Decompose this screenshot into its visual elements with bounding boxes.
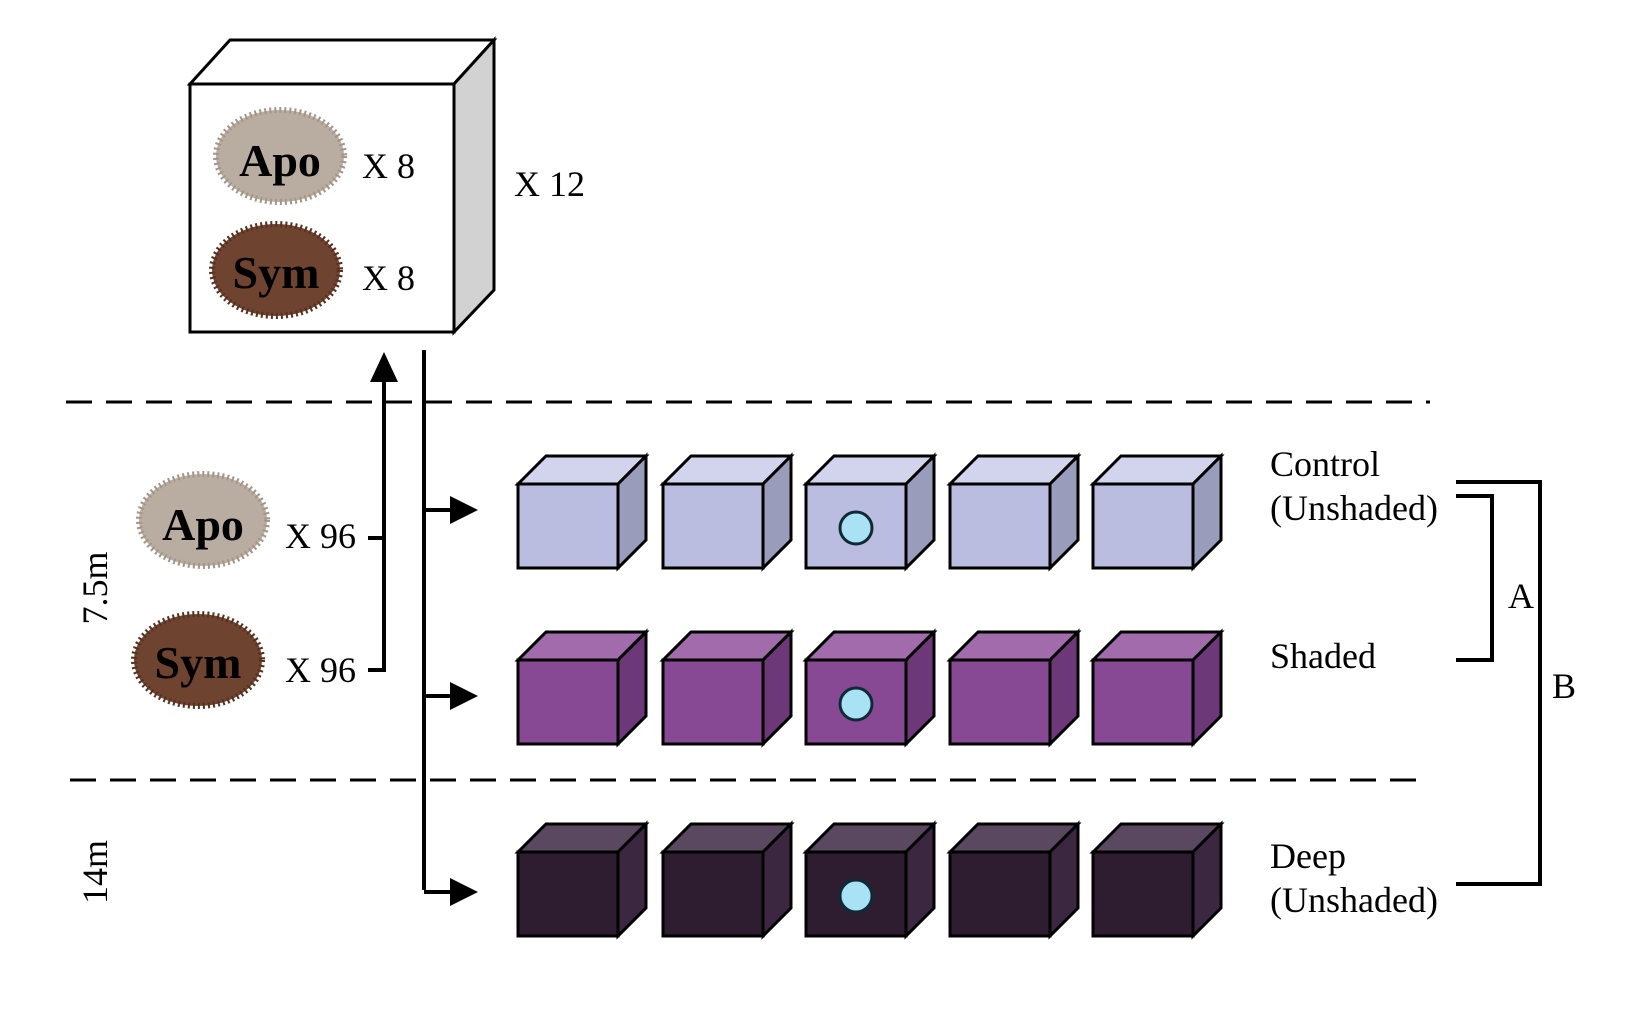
tank-apo-label: Apo [239,135,321,186]
bracket-b-label: B [1552,666,1576,706]
control-label: Control [1270,444,1380,484]
treatment-tank [1089,820,1225,940]
tank-sym-count: X 8 [362,258,415,298]
treatment-rows [514,452,1225,940]
tank-apo-count: X 8 [362,146,415,186]
tank-sym-label: Sym [233,247,320,298]
deep-label: Deep [1270,836,1346,876]
control-sublabel: (Unshaded) [1270,488,1438,528]
tank-front-face [948,850,1052,938]
apo-coral-icon [213,107,347,205]
distribution-arrow [422,350,478,906]
tank-front-face [948,658,1052,746]
row-control [514,452,1225,572]
source-apo-label: Apo [162,499,244,550]
tank-front-face [516,482,620,570]
treatment-tank [659,820,795,940]
tank-front-face [1091,850,1195,938]
depth-label-deep: 14m [75,840,115,904]
row-label-control: Control (Unshaded) [1270,444,1438,528]
collection-arrow [368,352,398,672]
bracket-b-line [1456,480,1542,886]
arrow-right-icon [450,682,478,710]
deep-sublabel: (Unshaded) [1270,880,1438,920]
up-arrow-head-icon [370,352,398,382]
bracket-a-line [1456,494,1494,662]
shaded-label: Shaded [1270,636,1376,676]
source-apo-coral: Apo [136,471,270,569]
treatment-tank [659,452,795,572]
arrow-right-icon [450,878,478,906]
treatment-tank [802,628,938,748]
treatment-tank [946,628,1082,748]
tank-front-face [661,658,765,746]
tank-apo-coral: Apo [213,107,347,205]
logger-marker-icon [838,878,874,914]
treatment-tank [946,820,1082,940]
treatment-tank [1089,628,1225,748]
treatment-tank [946,452,1082,572]
tank-front-face [948,482,1052,570]
comparison-bracket-b: B [1456,480,1576,886]
tank-front-face [661,482,765,570]
comparison-bracket-a: A [1456,494,1534,662]
bracket-a-label: A [1508,576,1534,616]
tank-sym-coral: Sym [209,221,343,319]
apo-coral-icon [136,471,270,569]
arrow-right-icon [450,496,478,524]
treatment-tank [514,820,650,940]
source-sym-label: Sym [155,637,242,688]
treatment-tank [659,628,795,748]
tank-side-face [452,36,496,336]
sym-coral-icon [209,221,343,319]
tank-front-face [516,850,620,938]
tank-front-face [1091,658,1195,746]
treatment-tank [514,628,650,748]
row-deep [514,820,1225,940]
row-label-deep: Deep (Unshaded) [1270,836,1438,920]
depth-label-shallow: 7.5m [75,551,115,624]
logger-marker-icon [838,510,874,546]
treatment-tank [802,820,938,940]
sym-coral-icon [131,611,265,709]
treatment-tank [514,452,650,572]
row-shaded [514,628,1225,748]
treatment-tank [1089,452,1225,572]
tank-top-face [186,38,498,86]
tank-front-face [661,850,765,938]
tank-front-face [1091,482,1195,570]
source-sym-count: X 96 [285,650,356,690]
logger-marker-icon [838,686,874,722]
tank-replicate-count: X 12 [514,164,585,204]
source-sym-coral: Sym [131,611,265,709]
tank-front-face [516,658,620,746]
row-label-shaded: Shaded [1270,636,1376,676]
treatment-tank [802,452,938,572]
source-apo-count: X 96 [285,516,356,556]
